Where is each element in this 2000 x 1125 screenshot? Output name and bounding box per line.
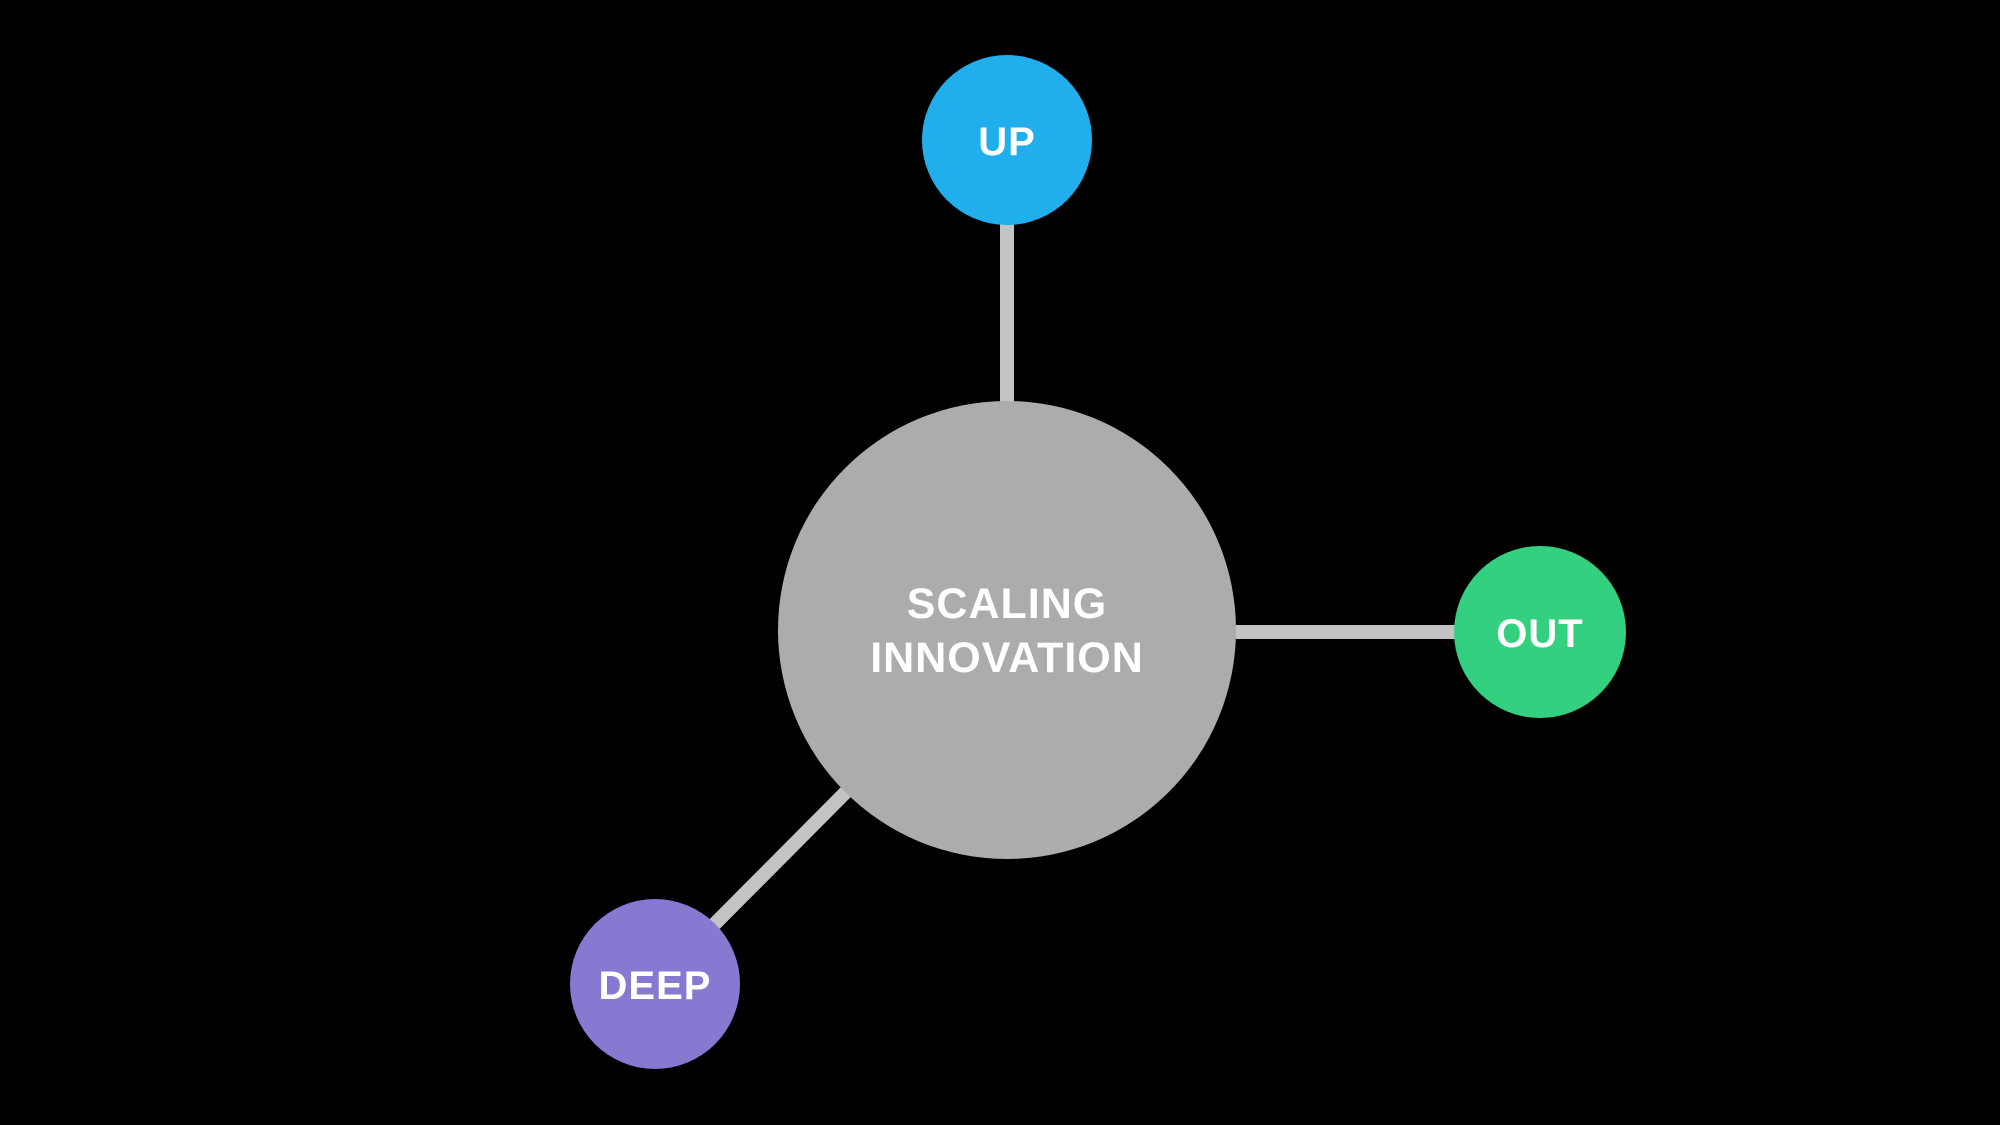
center-node-label-line2: INNOVATION	[870, 634, 1144, 682]
up-node-circle	[922, 55, 1092, 225]
deep-node-circle	[570, 899, 740, 1069]
out-node-circle	[1454, 546, 1626, 718]
center-node-circle	[778, 401, 1236, 859]
center-node-label-line1: SCALING	[907, 580, 1108, 628]
up-node-label: UP	[978, 120, 1036, 164]
deep-node-label: DEEP	[599, 964, 712, 1008]
out-node-label: OUT	[1496, 612, 1583, 656]
